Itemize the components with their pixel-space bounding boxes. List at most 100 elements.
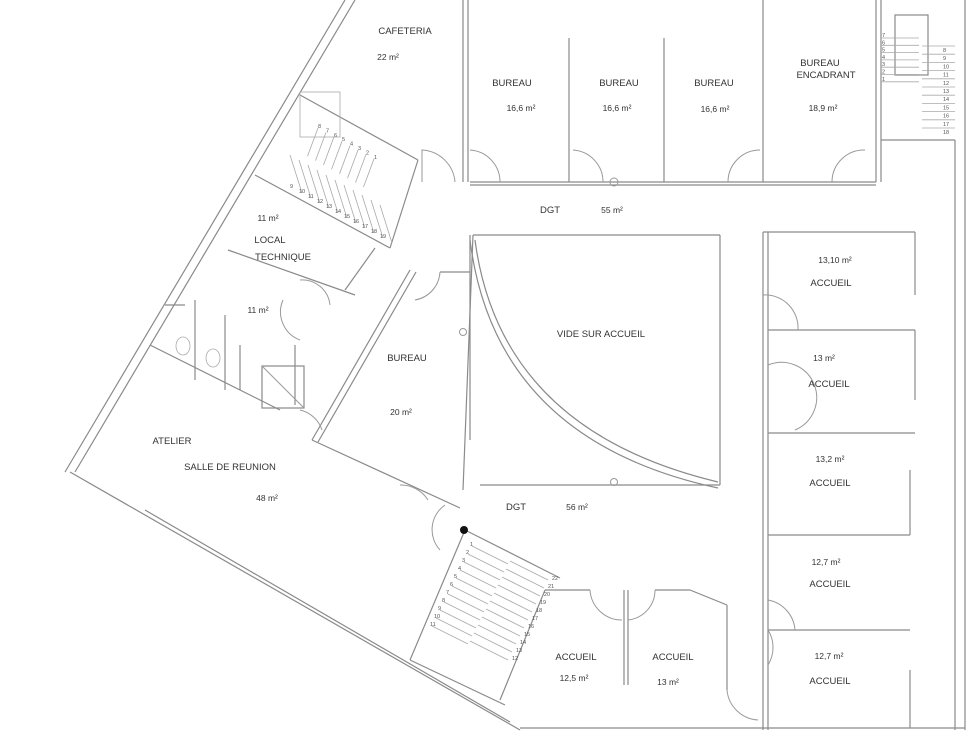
stair-step-number: 2: [366, 150, 369, 156]
stair-step-number: 19: [540, 600, 546, 606]
stair-tread: [307, 164, 321, 204]
stair-step-number: 12: [943, 81, 949, 87]
room-area-accueil-r5: 12,7 m²: [815, 651, 844, 661]
room-name-accueil-r3: ACCUEIL: [809, 478, 850, 489]
stair-tread: [501, 576, 541, 597]
room-area-bureau-20: 20 m²: [390, 407, 412, 417]
stair-step-number: 14: [335, 209, 341, 215]
stair-step-number: 9: [290, 184, 293, 190]
stair-tread: [325, 174, 339, 214]
stair-step-number: 22: [552, 576, 558, 582]
room-name-accueil-b2: ACCUEIL: [652, 652, 693, 663]
stair-tread: [355, 154, 367, 183]
room-name-local: LOCAL: [254, 235, 285, 246]
walls: [64, 0, 966, 731]
stair-step-number: 9: [943, 56, 946, 62]
room-name-salle-reunion: SALLE DE REUNION: [184, 462, 276, 473]
stair-tread: [467, 553, 505, 573]
stair-step-number: 16: [528, 624, 534, 630]
stair-tread: [505, 568, 545, 589]
stair-step-number: 13: [516, 648, 522, 654]
room-name-cafeteria: CAFETERIA: [378, 26, 432, 37]
room-area-accueil-b2: 13 m²: [657, 677, 679, 687]
stair-step-number: 5: [882, 48, 885, 54]
room-area-bureau-3: 16,6 m²: [701, 104, 730, 114]
sink-icon: [299, 91, 341, 138]
toilet-icon: [205, 348, 221, 368]
stair-step-number: 1: [374, 155, 377, 161]
room-labels: CAFETERIA 22 m² BUREAU 16,6 m² BUREAU 16…: [153, 26, 856, 687]
room-area-cafeteria: 22 m²: [377, 52, 399, 62]
stair-tread: [334, 179, 348, 219]
room-area-dgt-bottom: 56 m²: [566, 502, 588, 512]
stair-tread: [443, 601, 481, 621]
stair-tread: [451, 585, 489, 605]
room-name-bureau-1: BUREAU: [492, 78, 532, 89]
stair-step-number: 16: [943, 114, 949, 120]
room-name-bureau-encadrant-1: BUREAU: [800, 58, 840, 69]
stair-tread: [315, 132, 327, 161]
stair-step-number: 2: [882, 70, 885, 76]
stair-step-number: 18: [536, 608, 542, 614]
stair-tread: [361, 194, 375, 234]
stair-step-number: 7: [882, 33, 885, 39]
stair-step-number: 21: [548, 584, 554, 590]
room-area-accueil-r2: 13 m²: [813, 353, 835, 363]
stair-tread: [323, 136, 335, 166]
doors: [280, 149, 866, 721]
stair-step-number: 16: [353, 219, 359, 225]
stair-tread: [509, 560, 549, 581]
room-name-bureau-2: BUREAU: [599, 78, 639, 89]
stair-tread: [471, 545, 509, 565]
stair-step-number: 6: [882, 40, 885, 46]
stair-step-number: 3: [358, 146, 361, 152]
stair-tread: [363, 158, 375, 188]
stair-step-number: 17: [362, 224, 368, 230]
stair-tread: [431, 625, 469, 645]
stair-step-number: 5: [342, 137, 345, 143]
stair-tread: [469, 640, 509, 661]
stair-tread: [298, 159, 312, 199]
room-area-bureau-encadrant: 18,9 m²: [809, 103, 838, 113]
stair-tread: [473, 632, 513, 653]
stair-tread: [331, 141, 343, 170]
stair-tread: [447, 593, 485, 613]
stair-step-number: 4: [350, 142, 353, 148]
room-name-accueil-b1: ACCUEIL: [555, 652, 596, 663]
stair-step-number: 6: [334, 133, 337, 139]
stair-step-number: 3: [882, 62, 885, 68]
room-name-accueil-r4: ACCUEIL: [809, 579, 850, 590]
stair-step-number: 18: [371, 229, 377, 235]
stair-step-number: 14: [520, 640, 526, 646]
stair-tread: [343, 184, 357, 224]
stair-tread: [352, 189, 366, 229]
stair-step-number: 10: [943, 64, 949, 70]
room-area-accueil-r1: 13,10 m²: [818, 255, 852, 265]
stair-step-number: 11: [430, 622, 436, 628]
stair-tread: [370, 199, 384, 239]
column-marker: [460, 526, 468, 534]
room-name-accueil-r5: ACCUEIL: [809, 676, 850, 687]
stair-step-number: 19: [380, 234, 386, 240]
stair-tread: [459, 569, 497, 589]
stair-step-number: 11: [943, 73, 949, 79]
stair-tread: [497, 584, 537, 605]
stair-step-number: 18: [943, 130, 949, 136]
stair-step-number: 10: [299, 189, 305, 195]
stair-step-number: 15: [943, 105, 949, 111]
stair-tread: [455, 577, 493, 597]
stair-step-number: 5: [454, 574, 457, 580]
stair-step-number: 17: [943, 122, 949, 128]
stair-step-number: 8: [943, 48, 946, 54]
room-area-sanitaires: 11 m²: [247, 305, 268, 315]
toilet-icon: [175, 336, 191, 356]
room-area-accueil-r4: 12,7 m²: [812, 557, 841, 567]
stair-tread: [316, 169, 330, 209]
stair-step-number: 13: [943, 89, 949, 95]
stair-step-number: 3: [462, 558, 465, 564]
stair-tread: [435, 617, 473, 637]
room-name-accueil-r1: ACCUEIL: [810, 278, 851, 289]
stair-tread: [347, 149, 359, 179]
stair-step-number: 15: [524, 632, 530, 638]
